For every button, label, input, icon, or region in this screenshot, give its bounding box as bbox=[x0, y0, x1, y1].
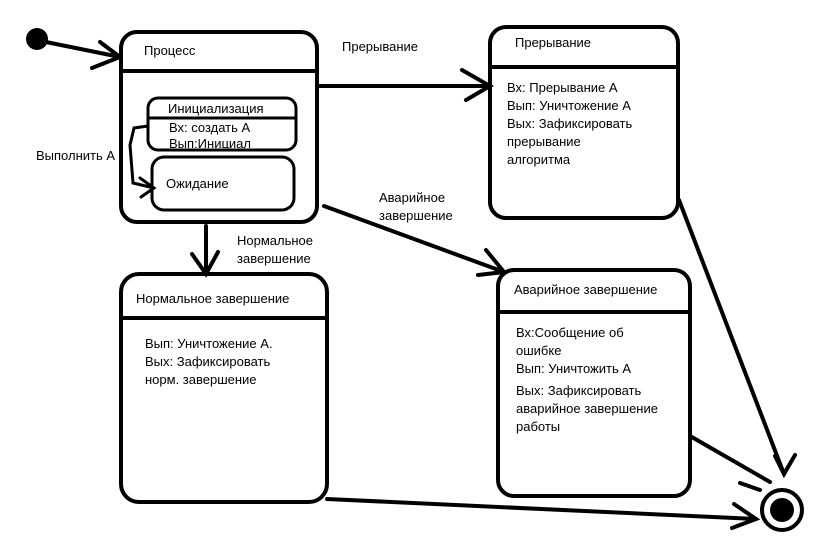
emergency-line: ошибке bbox=[516, 343, 561, 358]
interrupt-line: Вх: Прерывание А bbox=[507, 80, 618, 95]
emergency-arrow bbox=[322, 204, 508, 277]
state-process: Процесс Инициализация Вх: создать А Вып:… bbox=[119, 30, 319, 224]
interrupt-to-final-arrow bbox=[677, 198, 786, 476]
emergency-transition-label: Аварийное bbox=[379, 190, 445, 205]
emergency-line: Вх:Сообщение об bbox=[516, 325, 624, 340]
execute-arrow bbox=[128, 124, 157, 199]
interrupt-transition-label: Прерывание bbox=[342, 39, 418, 54]
normal-title: Нормальное завершение bbox=[136, 291, 289, 306]
interrupt-line: прерывание bbox=[507, 134, 581, 149]
emergency-line: аварийное завершение bbox=[516, 401, 658, 416]
init-line: Вып:Инициал bbox=[169, 136, 251, 151]
initial-node bbox=[26, 28, 48, 50]
final-arrowheads bbox=[730, 453, 797, 530]
state-interrupt: Прерывание Вх: Прерывание А Вып: Уничтож… bbox=[488, 25, 680, 220]
waiting-title: Ожидание bbox=[166, 176, 229, 191]
normal-transition-label: Нормальное bbox=[237, 233, 313, 248]
emergency-title: Аварийное завершение bbox=[514, 282, 657, 297]
process-title: Процесс bbox=[144, 43, 196, 58]
interrupt-line: Вып: Уничтожение А bbox=[507, 98, 631, 113]
init-line: Вх: создать А bbox=[169, 120, 251, 135]
emergency-line: работы bbox=[516, 419, 560, 434]
state-waiting: Ожидание bbox=[150, 155, 296, 212]
normal-arrow bbox=[190, 224, 220, 278]
final-node bbox=[760, 488, 804, 532]
normal-line: Вых: Зафиксировать bbox=[145, 354, 270, 369]
initial-arrow bbox=[44, 40, 125, 70]
interrupt-line: алгоритма bbox=[507, 152, 571, 167]
interrupt-line: Вых: Зафиксировать bbox=[507, 116, 632, 131]
interrupt-title: Прерывание bbox=[515, 35, 591, 50]
execute-transition-label: Выполнить А bbox=[36, 148, 115, 163]
emergency-to-final-arrow bbox=[688, 434, 772, 484]
interrupt-arrow bbox=[317, 68, 494, 102]
emergency-line: Вых: Зафиксировать bbox=[516, 383, 641, 398]
state-emergency: Аварийное завершение Вх:Сообщение об оши… bbox=[496, 268, 692, 498]
normal-line: норм. завершение bbox=[145, 372, 257, 387]
state-init: Инициализация Вх: создать А Вып:Инициал bbox=[146, 96, 298, 152]
normal-to-final-arrow bbox=[325, 497, 758, 521]
init-title: Инициализация bbox=[168, 101, 264, 116]
emergency-transition-label: завершение bbox=[379, 208, 453, 223]
state-normal: Нормальное завершение Вып: Уничтожение А… bbox=[119, 272, 329, 504]
normal-line: Вып: Уничтожение А. bbox=[145, 336, 273, 351]
emergency-line: Вып: Уничтожить А bbox=[516, 361, 631, 376]
normal-transition-label: завершение bbox=[237, 251, 311, 266]
